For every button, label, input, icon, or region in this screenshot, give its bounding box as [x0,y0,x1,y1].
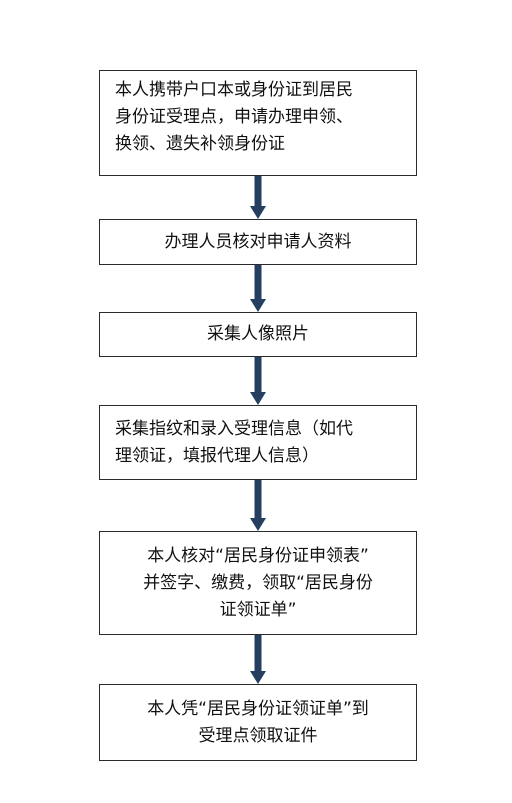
flow-arrow-5 [248,635,268,684]
flow-step-3: 采集人像照片 [99,312,417,357]
flow-step-1-text: 本人携带户口本或身份证到居民 身份证受理点，申请办理申领、 换领、遗失补领身份证 [115,80,353,154]
flow-arrow-2 [248,265,268,312]
flow-arrow-3 [248,357,268,405]
flow-step-6-text: 本人凭“居民身份证领证单”到 受理点领取证件 [147,698,369,746]
flow-step-5: 本人核对“居民身份证申领表” 并签字、缴费，领取“居民身份 证领证单” [99,531,417,635]
flow-step-2: 办理人员核对申请人资料 [99,219,417,265]
flow-step-5-text: 本人核对“居民身份证申领表” 并签字、缴费，领取“居民身份 证领证单” [143,545,373,620]
flow-step-4-text: 采集指纹和录入受理信息（如代 理领证，填报代理人信息） [115,418,353,466]
flow-step-2-text: 办理人员核对申请人资料 [164,231,352,252]
flow-arrow-1 [248,176,268,219]
flow-step-6: 本人凭“居民身份证领证单”到 受理点领取证件 [99,684,417,761]
flow-arrow-4 [248,480,268,531]
flow-step-4: 采集指纹和录入受理信息（如代 理领证，填报代理人信息） [99,405,417,480]
flow-step-1: 本人携带户口本或身份证到居民 身份证受理点，申请办理申领、 换领、遗失补领身份证 [99,70,417,176]
flow-step-3-text: 采集人像照片 [207,324,309,344]
